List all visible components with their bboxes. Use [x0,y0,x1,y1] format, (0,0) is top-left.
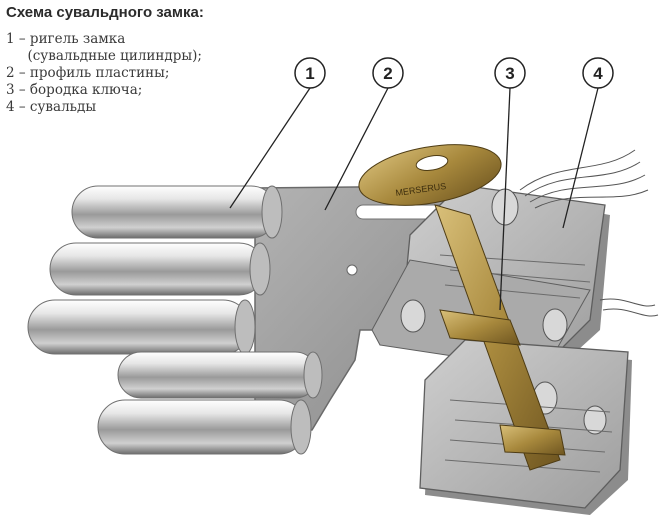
lever-springs [519,149,659,317]
legend-title: Схема сувальдного замка: [6,4,204,21]
callout-2-number: 2 [383,64,392,83]
legend-item-3: 3 – бородка ключа; [6,82,143,98]
callout-4-number: 4 [593,64,603,83]
legend-item-1: 1 – ригель замка [6,31,126,47]
legend-item-4: 4 – сувальды [6,99,97,115]
bolt-cylinders [27,185,323,455]
callout-1: 1 [229,57,326,209]
callout-4: 4 [562,57,614,229]
legend-item-1-cont: (сувальдные цилиндры); [6,48,202,64]
callout-2: 2 [324,57,404,211]
callout-3-number: 3 [505,64,514,83]
callout-3: 3 [494,57,526,311]
legend: Схема сувальдного замка: 1 – ригель замк… [6,4,204,116]
callout-1-number: 1 [305,64,314,83]
legend-item-2: 2 – профиль пластины; [6,65,170,81]
key: MERSERUS [358,144,566,471]
